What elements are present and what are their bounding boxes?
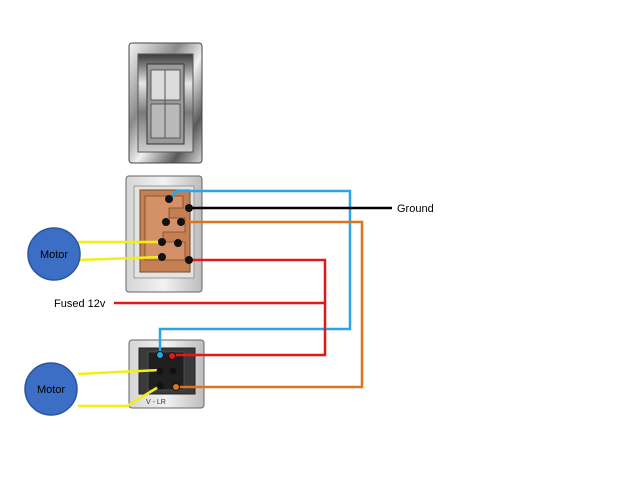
ground-label: Ground: [397, 203, 434, 215]
motor-top: Motor: [27, 227, 81, 281]
motor-bottom-label: Motor: [37, 384, 65, 396]
middle-switch-terminals: [158, 195, 193, 264]
window-switch-chrome-icon: [128, 42, 203, 164]
yellow-wire-bottom-1: [77, 368, 161, 376]
red-wire-top: [170, 258, 327, 357]
small-switch-text: V - LR: [146, 399, 166, 406]
motor-circle-icon: [27, 227, 81, 281]
motor-circle-icon: [24, 362, 78, 416]
fused-12v-label: Fused 12v: [54, 298, 106, 310]
blue-wire: [158, 189, 352, 352]
orange-wire: [178, 220, 364, 389]
motor-top-label: Motor: [40, 249, 68, 261]
yellow-wire-bottom-2: [78, 384, 161, 408]
motor-bottom: Motor: [24, 362, 78, 416]
switch-terminal-block-icon: [125, 175, 203, 293]
yellow-wire-top-2: [77, 255, 163, 262]
bottom-switch-terminals: [156, 351, 180, 391]
